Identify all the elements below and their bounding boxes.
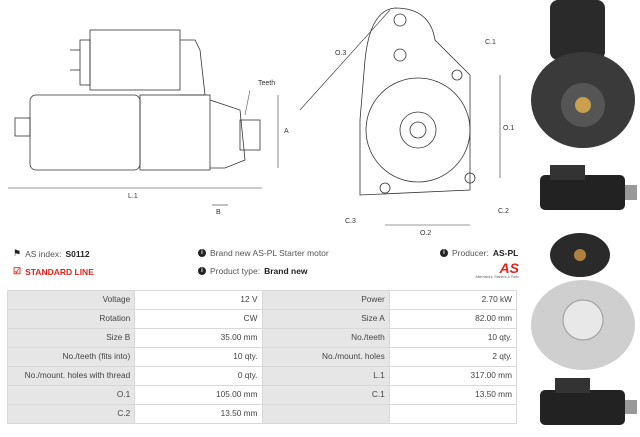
photo-side-2: [540, 378, 637, 425]
spec-label: O.1: [6, 385, 136, 405]
info-icon: i: [440, 249, 448, 257]
label-teeth: Teeth: [258, 80, 275, 87]
label-c3: C.3: [345, 218, 356, 225]
spec-label: C.1: [261, 385, 390, 405]
spec-value: [388, 404, 518, 424]
spec-value: 105.00 mm: [134, 385, 263, 405]
table-row: No./teeth (fits into)10 qty.No./mount. h…: [6, 347, 518, 367]
label-o1: O.1: [503, 125, 514, 132]
label-l1: L.1: [128, 193, 138, 200]
side-view-drawing: Teeth A B L.1: [8, 29, 289, 216]
spec-label: No./mount. holes with thread: [6, 366, 136, 386]
spec-label: No./mount. holes: [261, 347, 390, 367]
spec-label: Power: [261, 290, 390, 310]
photo-side-1: [540, 165, 637, 210]
label-b: B: [216, 209, 221, 216]
product-photos: [531, 0, 637, 425]
label-o2: O.2: [420, 230, 431, 237]
spec-value: 35.00 mm: [134, 328, 263, 348]
spec-value: CW: [134, 309, 263, 329]
info-icon: i: [198, 249, 206, 257]
as-index: ⚑ AS index: S0112: [13, 248, 90, 259]
product-type: i Product type: Brand new: [198, 266, 308, 276]
spec-label: Rotation: [6, 309, 136, 329]
spec-value: 10 qty.: [388, 328, 518, 348]
spec-label: Size A: [261, 309, 390, 329]
checkbox-icon: ☑: [13, 266, 22, 276]
spec-label: No./teeth: [261, 328, 390, 348]
tag-icon: ⚑: [13, 248, 22, 258]
spec-label: Size B: [6, 328, 136, 348]
description: i Brand new AS-PL Starter motor: [198, 248, 329, 258]
spec-value: 10 qty.: [134, 347, 263, 367]
producer: i Producer: AS-PL: [440, 248, 518, 258]
spec-value: 13.50 mm: [388, 385, 518, 405]
spec-value: 82.00 mm: [388, 309, 518, 329]
as-pl-logo: AS Alternators, Starters & Parts: [475, 260, 519, 279]
as-index-value: S0112: [65, 248, 90, 259]
photo-front-grey: [531, 280, 635, 370]
label-a: A: [284, 128, 289, 135]
spec-value: 2.70 kW: [388, 290, 518, 310]
spec-value: 317.00 mm: [388, 366, 518, 386]
label-o3: O.3: [335, 50, 346, 57]
label-c2: C.2: [498, 208, 509, 215]
photo-top: [550, 233, 610, 277]
front-view-drawing: O.3 C.1 O.1 C.2 C.3 O.2: [299, 7, 514, 237]
spec-value: 0 qty.: [134, 366, 263, 386]
standard-line-badge: ☑ STANDARD LINE: [13, 266, 94, 277]
spec-label: [261, 404, 390, 424]
spec-label: Voltage: [6, 290, 136, 310]
spec-value: 2 qty.: [388, 347, 518, 367]
spec-label: L.1: [261, 366, 390, 386]
photo-front-dark: [531, 0, 635, 148]
spec-value: 13.50 mm: [134, 404, 263, 424]
spec-value: 12 V: [134, 290, 263, 310]
label-c1: C.1: [485, 39, 496, 46]
spec-label: C.2: [6, 404, 136, 424]
info-icon: i: [198, 267, 206, 275]
spec-label: No./teeth (fits into): [6, 347, 136, 367]
